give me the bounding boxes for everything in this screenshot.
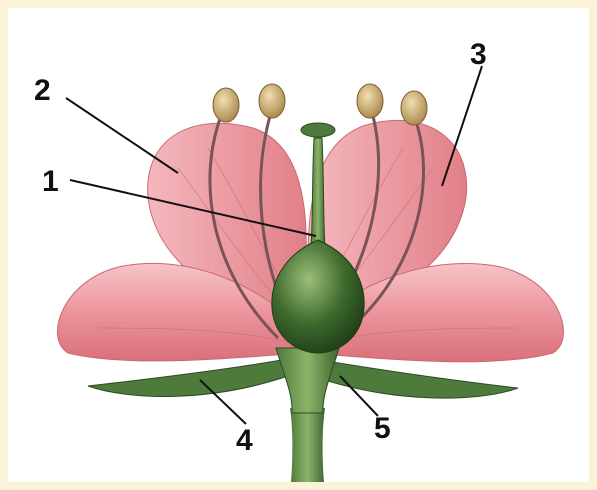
sepal-left [88, 358, 293, 396]
label-3: 3 [470, 38, 487, 71]
label-2: 2 [34, 74, 51, 107]
sepal-right [308, 358, 518, 398]
label-4: 4 [236, 424, 253, 457]
anther-4 [401, 91, 427, 125]
anther-2 [259, 84, 285, 118]
pistil-style [311, 138, 325, 248]
label-5: 5 [374, 412, 391, 445]
flower-diagram: 2 1 3 4 5 [8, 8, 589, 482]
diagram-canvas: 2 1 3 4 5 [8, 8, 589, 482]
anther-1 [213, 88, 239, 122]
label-1: 1 [42, 165, 59, 198]
flower-stalk [290, 408, 325, 482]
pistil-stigma [301, 123, 335, 137]
anther-3 [357, 84, 383, 118]
